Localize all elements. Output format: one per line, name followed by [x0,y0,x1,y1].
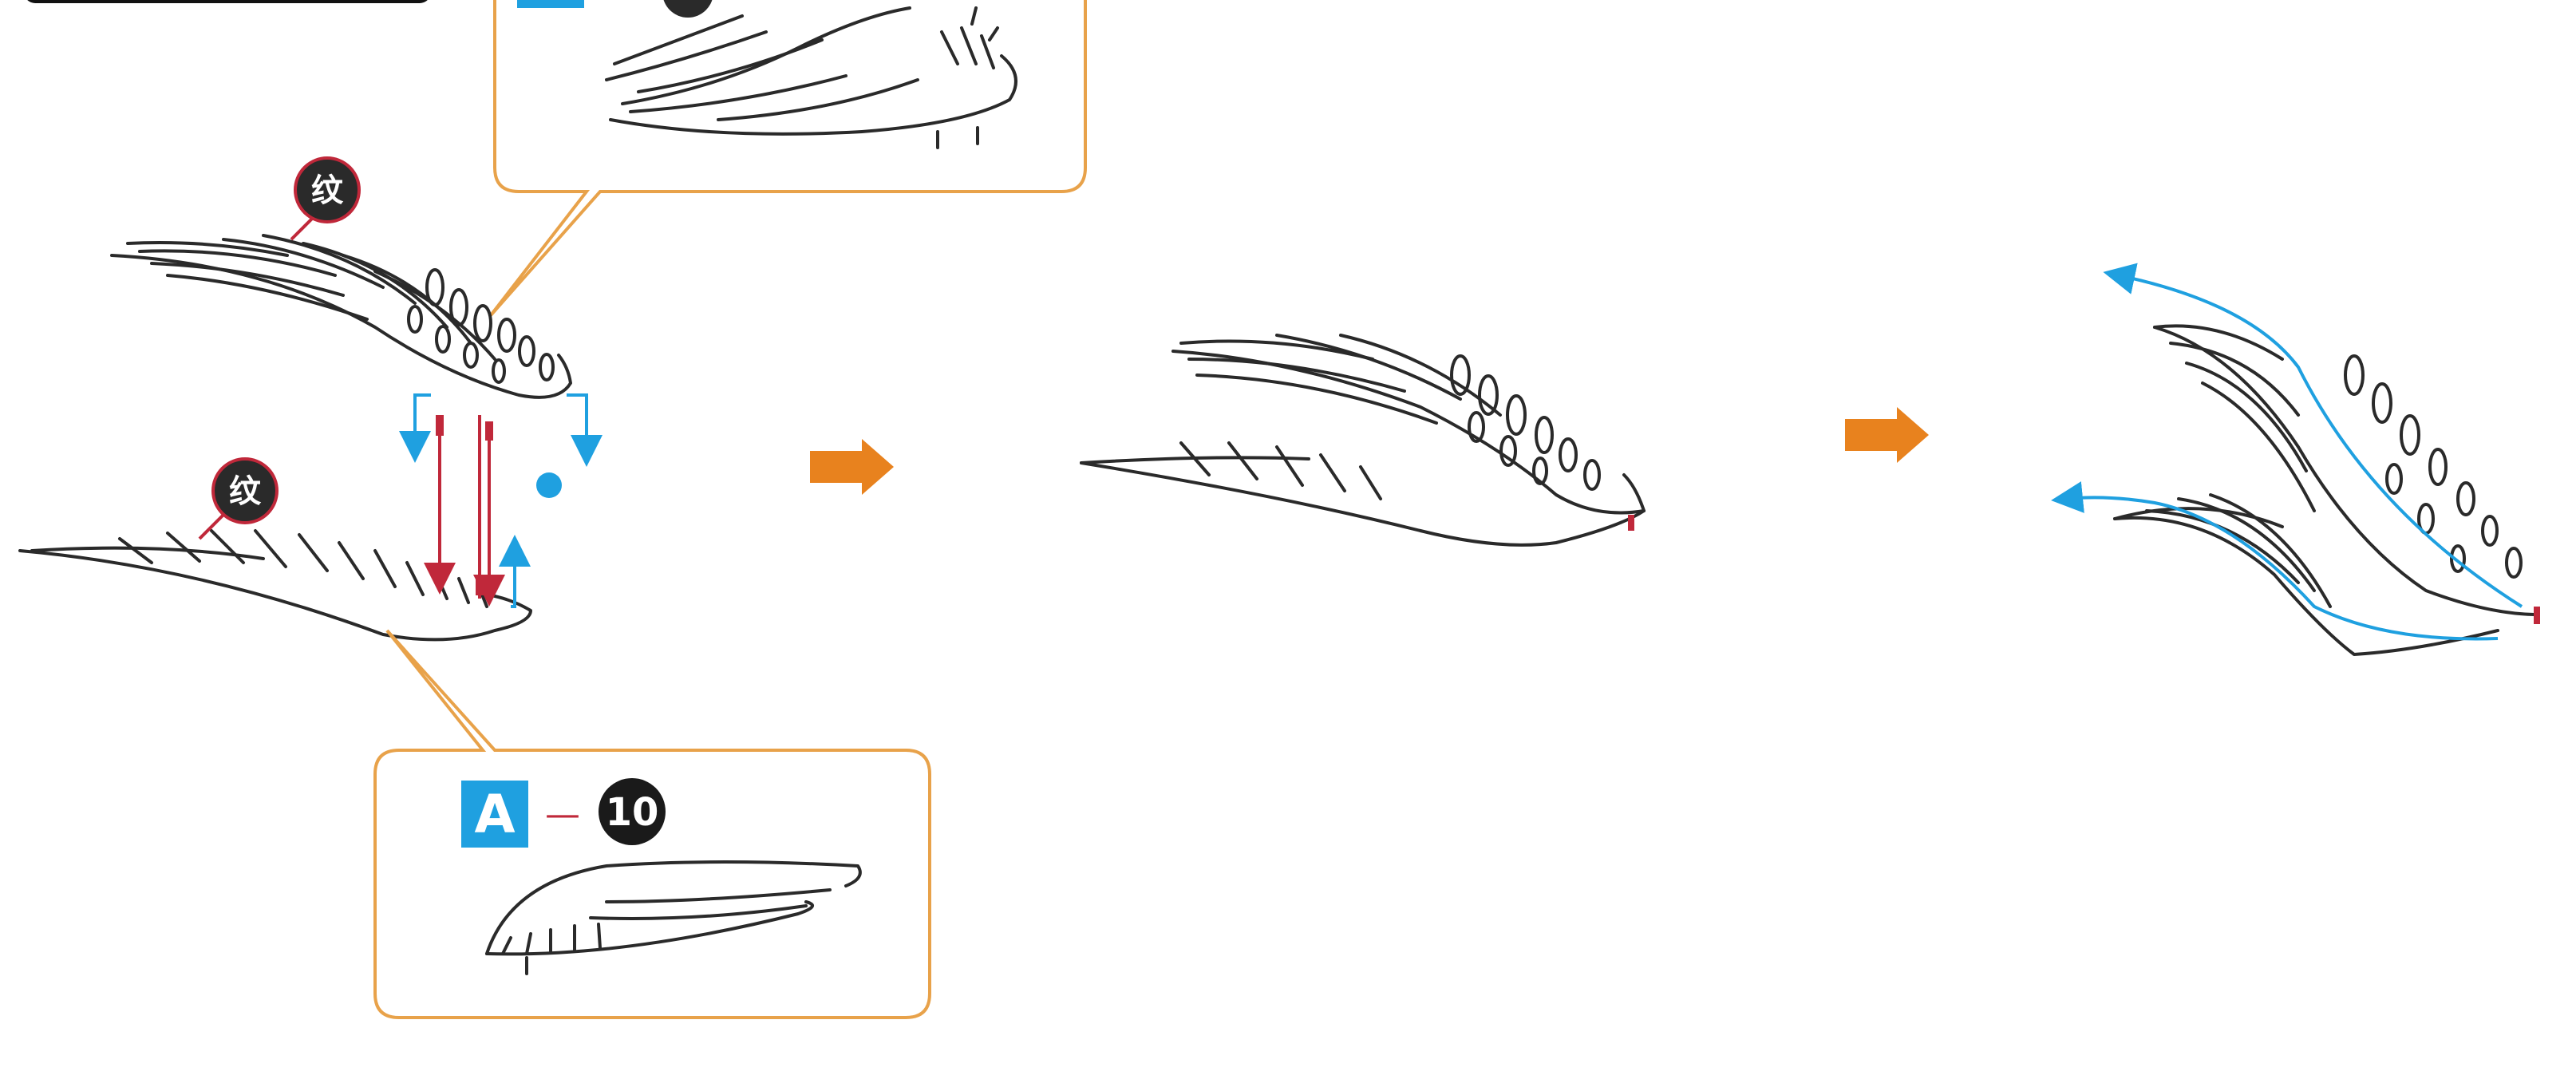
callout-bottom: A — 10 [375,630,930,1018]
final-wings-step3 [2115,326,2540,654]
peg-icon [436,415,444,436]
part-letter-badge-top [517,0,584,8]
step-arrow-icon [1845,407,1929,463]
marker-badge-lower: 纹 [200,459,277,539]
upper-wing-part [112,235,571,397]
part-number-text-bottom: 10 [606,790,659,835]
header-bar [24,0,431,3]
part-letter-text-bottom: A [474,784,515,845]
part-dash-text: — [545,794,580,835]
peg-connection-lines [436,415,493,599]
marker-badge-upper: 纹 [291,158,359,239]
assembled-wings-step2 [1081,335,1644,545]
callout-top [491,0,1085,315]
lower-wing-part [20,531,531,639]
align-dot [536,472,562,498]
motion-arrows-step3 [2067,275,2522,639]
marker-text-lower: 纹 [229,473,262,510]
step-arrow-icon [810,439,894,495]
peg-icon [485,421,493,441]
marker-text-upper: 纹 [311,172,344,209]
